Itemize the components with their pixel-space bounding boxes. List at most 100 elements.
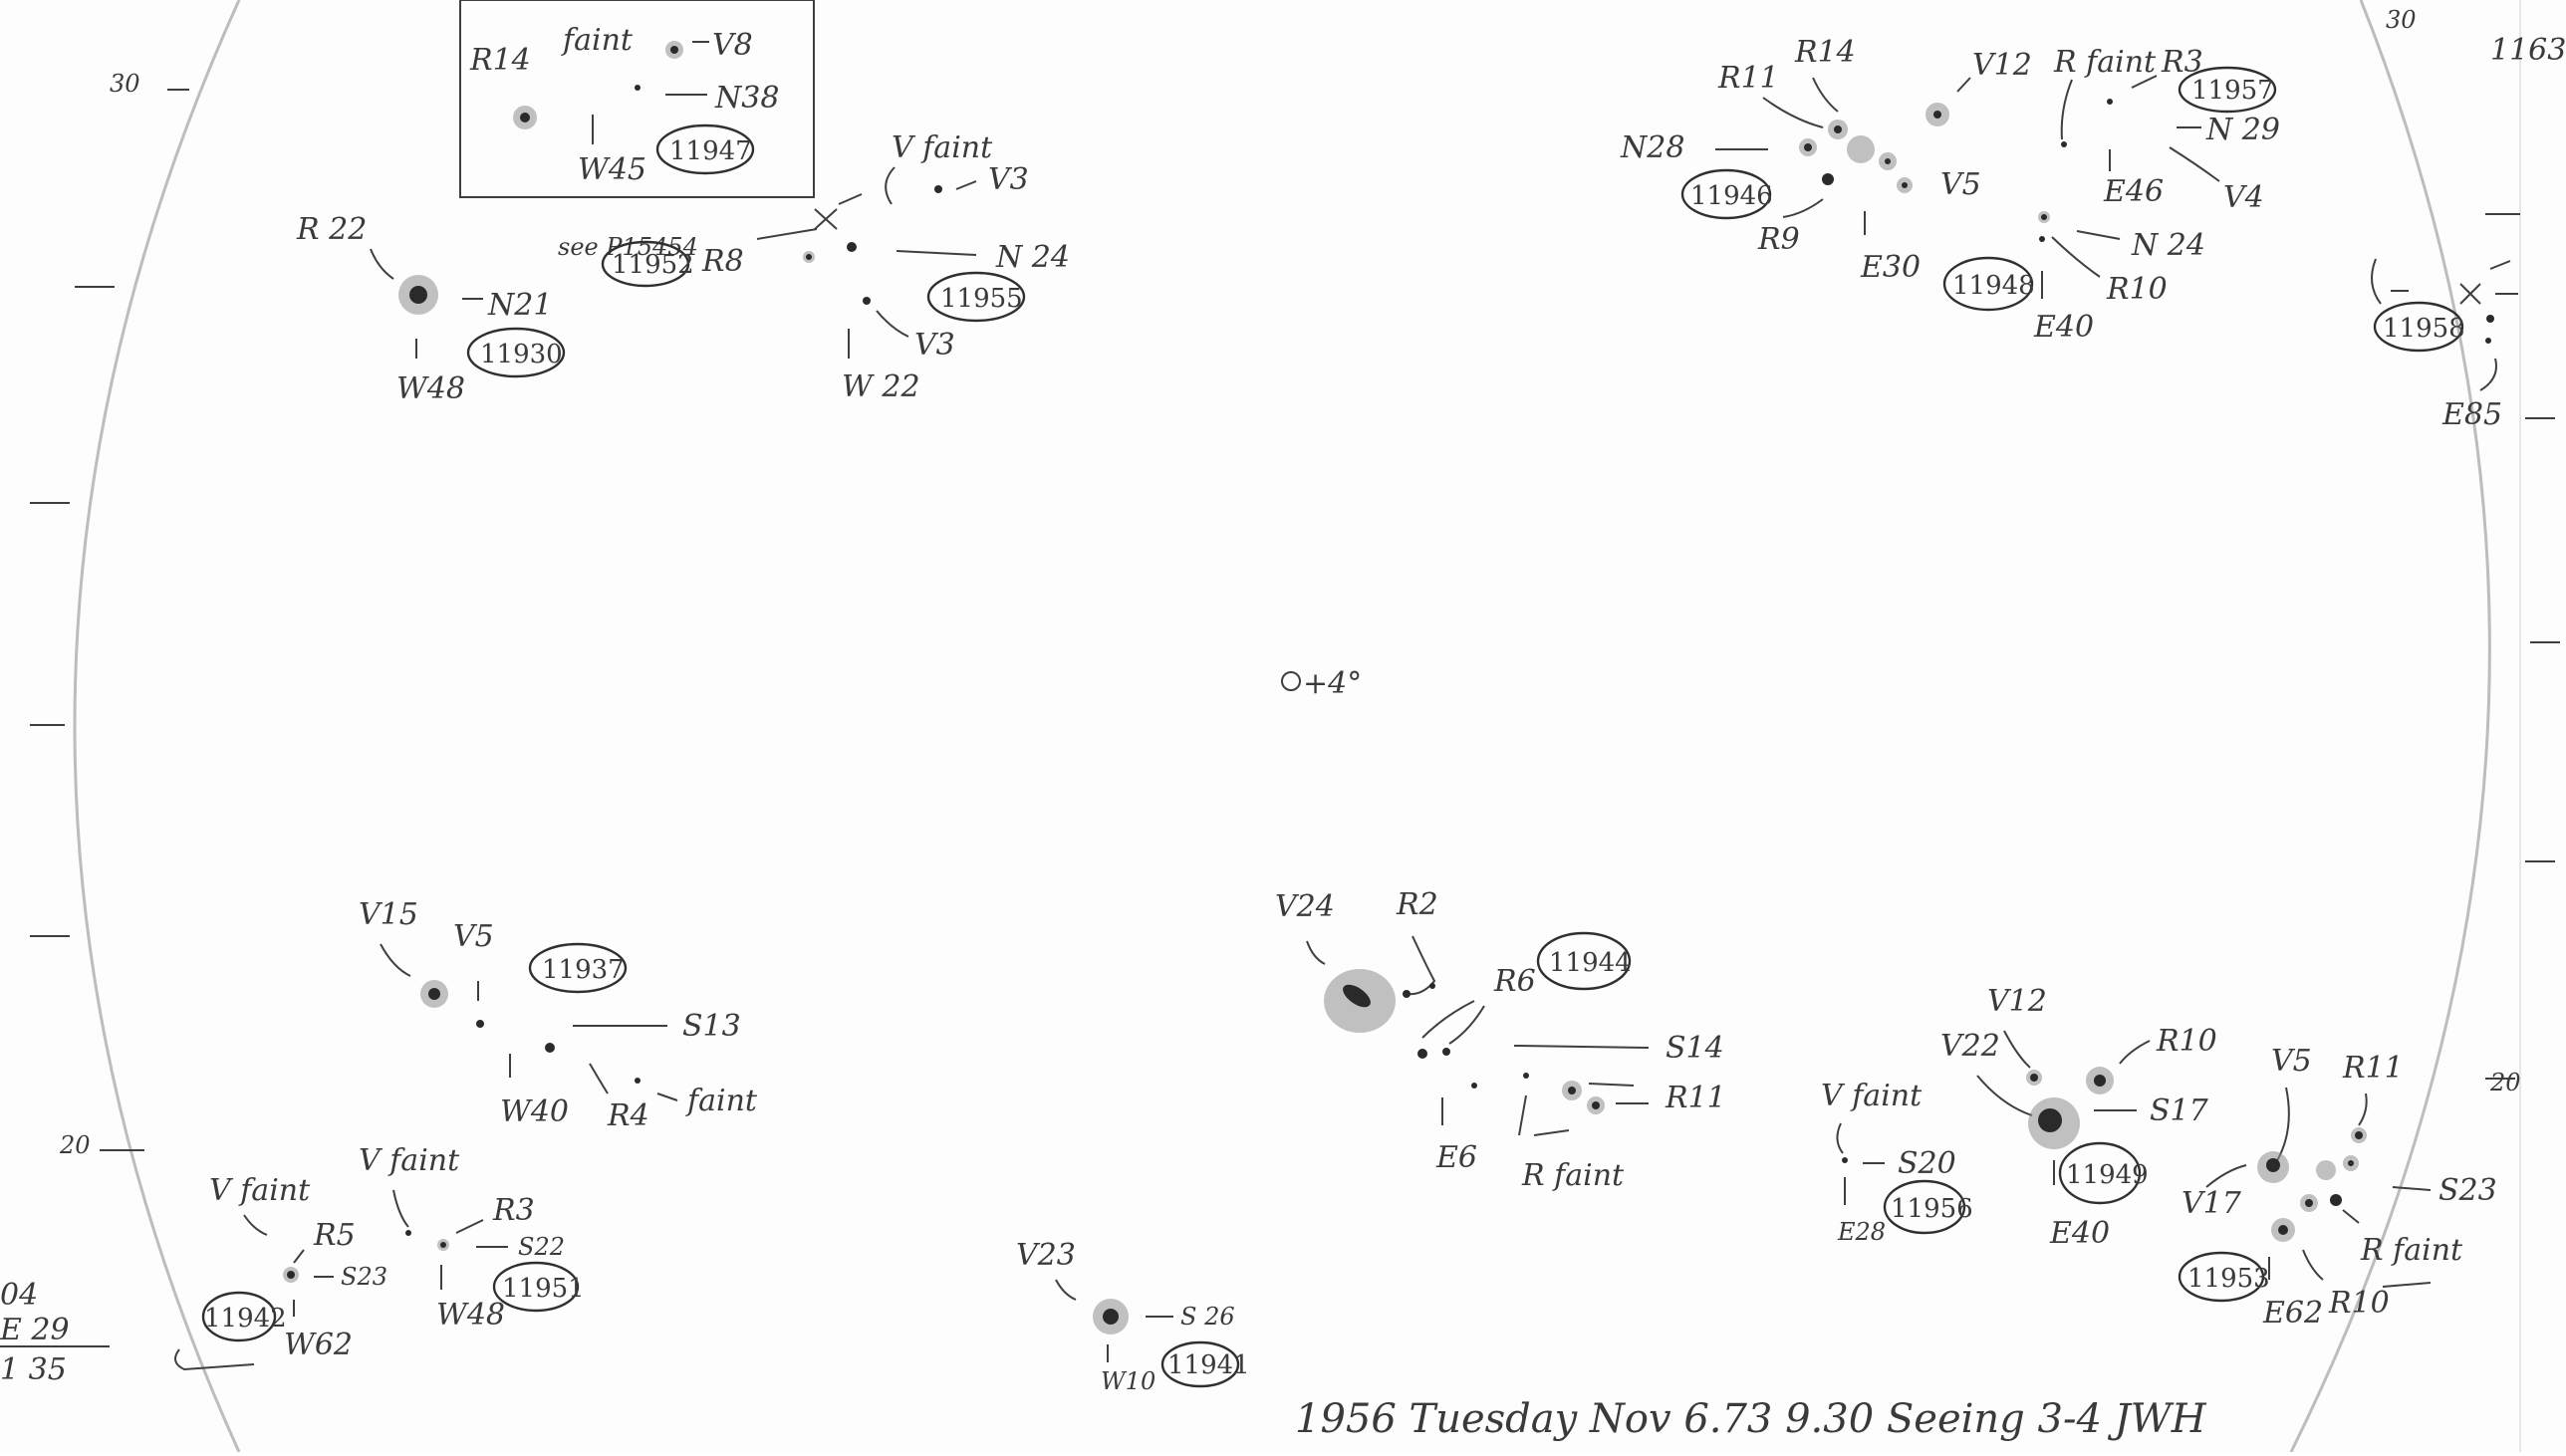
- group-11942: V faint R5 S23 W62 11942: [201, 1173, 387, 1362]
- label-r22: R 22: [296, 212, 367, 247]
- group-id: 11957: [2191, 76, 2274, 106]
- label-e30: E30: [1860, 250, 1921, 285]
- label-w22: W 22: [842, 369, 920, 404]
- label-s13: S13: [682, 1009, 741, 1044]
- label-r11: R11: [2342, 1051, 2404, 1086]
- label-r-faint: R faint: [1521, 1158, 1625, 1193]
- label-r11: R11: [1717, 61, 1779, 96]
- top-right-number: 1163: [2490, 33, 2566, 68]
- corner-note-1: 04: [0, 1278, 38, 1313]
- label-e85: E85: [2441, 397, 2502, 432]
- label-v-faint: V faint: [1821, 1079, 1923, 1113]
- corner-note-3: 1 35: [0, 1352, 67, 1387]
- label-v17: V17: [2181, 1186, 2242, 1221]
- edge-label-20-right: 20: [2489, 1069, 2521, 1096]
- label-r14: R14: [1794, 35, 1856, 70]
- label-r2: R2: [1396, 887, 1438, 922]
- group-id: 11952: [612, 250, 694, 280]
- label-w48: W48: [396, 371, 465, 406]
- group-id: 11937: [542, 955, 625, 985]
- group-11957: R faint R3 11957 N 29 V4 E46: [2053, 45, 2280, 215]
- label-n28: N28: [1620, 130, 1684, 165]
- group-id: 11942: [204, 1304, 287, 1334]
- right-edge-ticks: 30 1163 20: [2386, 6, 2566, 1096]
- label-w48: W48: [436, 1298, 505, 1333]
- label-v3-bottom: V3: [914, 328, 955, 363]
- label-v-faint: V faint: [209, 1173, 311, 1208]
- group-box: [459, 0, 815, 198]
- label-v5: V5: [2271, 1044, 2312, 1079]
- group-id: 11953: [2187, 1264, 2270, 1294]
- solar-limb-right: [2289, 0, 2491, 1453]
- group-11958: 11958 E85: [2371, 258, 2518, 432]
- label-s20: S20: [1898, 1146, 1956, 1181]
- label-faint: faint: [685, 1084, 758, 1118]
- corner-note-2: E 29: [0, 1313, 70, 1347]
- label-v12: V12: [1987, 984, 2047, 1019]
- group-id: 11955: [940, 284, 1023, 314]
- group-11948: N 24 R10 11948 E40: [1942, 211, 2205, 345]
- group-id: 11947: [669, 136, 752, 166]
- label-v4: V4: [2223, 180, 2264, 215]
- label-v15: V15: [359, 897, 418, 932]
- label-r10: R10: [2156, 1024, 2217, 1059]
- edge-label-30-right: 30: [2386, 6, 2417, 34]
- label-n24: N 24: [2131, 228, 2205, 263]
- label-n29: N 29: [2205, 113, 2280, 147]
- label-v23: V23: [1016, 1238, 1076, 1273]
- group-id: 11949: [2066, 1160, 2149, 1190]
- label-e40: E40: [2033, 310, 2094, 345]
- label-v-faint: V faint: [359, 1143, 460, 1178]
- group-11937: V15 V5 11937 S13 W40 R4 faint: [359, 897, 758, 1133]
- group-id: 11930: [480, 340, 563, 369]
- group-id: 11944: [1549, 948, 1632, 978]
- label-r11: R11: [1665, 1081, 1726, 1115]
- edge-label-20-left: 20: [59, 1131, 91, 1159]
- group-id-oval: [655, 123, 755, 175]
- label-v5: V5: [1940, 167, 1981, 202]
- group-11930: R 22 N21 W48 11930: [296, 212, 566, 406]
- center-marker: +4°: [1281, 666, 1362, 701]
- label-e46: E46: [2103, 174, 2164, 209]
- label-r8: R8: [701, 244, 744, 279]
- label-v8: V8: [712, 28, 753, 63]
- label-r10: R10: [2106, 272, 2168, 307]
- group-id: 11958: [2383, 314, 2465, 344]
- label-v22: V22: [1940, 1029, 2000, 1064]
- label-s23: S23: [341, 1263, 387, 1291]
- label-e40: E40: [2049, 1216, 2110, 1251]
- label-w62: W62: [284, 1328, 353, 1362]
- label-s14: S14: [1666, 1031, 1724, 1066]
- label-r4: R4: [607, 1098, 649, 1133]
- label-r3: R3: [492, 1193, 535, 1228]
- label-r6: R6: [1493, 964, 1536, 999]
- group-id: 11951: [502, 1274, 585, 1304]
- label-r-faint: R faint: [2360, 1233, 2463, 1268]
- label-n24: N 24: [995, 240, 1070, 275]
- label-r9: R9: [1757, 222, 1800, 257]
- label-w45: W45: [578, 152, 646, 187]
- group-11946: R11 R14 V12 N28 V5 11946 R9 E30: [1620, 35, 2032, 285]
- group-id: 11948: [1952, 271, 2035, 301]
- label-v24: V24: [1275, 889, 1335, 924]
- label-s23: S23: [2438, 1173, 2497, 1208]
- corner-notes: 04 E 29 1 35: [0, 1278, 255, 1387]
- label-s26: S 26: [1180, 1303, 1235, 1331]
- label-v-faint: V faint: [892, 130, 993, 165]
- label-r3: R3: [2161, 45, 2203, 80]
- label-s17: S17: [2150, 1093, 2209, 1128]
- group-11955: V faint V3 N 24 V3 W 22 11955: [803, 130, 1070, 404]
- label-r5: R5: [313, 1218, 356, 1253]
- group-id: 11946: [1690, 181, 1773, 211]
- solar-limb-left: [73, 0, 241, 1453]
- label-v3-top: V3: [988, 162, 1029, 197]
- group-11953: V5 R11 V17 S23 R faint R10 E62 11953: [2178, 1044, 2497, 1331]
- label-faint: faint: [561, 23, 634, 58]
- label-v5: V5: [453, 919, 494, 954]
- group-11947: R14 faint V8 N38 W45 11947: [459, 0, 815, 198]
- label-e6: E6: [1435, 1140, 1477, 1175]
- label-n21: N21: [487, 288, 552, 323]
- group-11941: V23 S 26 W10 11941: [1016, 1238, 1250, 1395]
